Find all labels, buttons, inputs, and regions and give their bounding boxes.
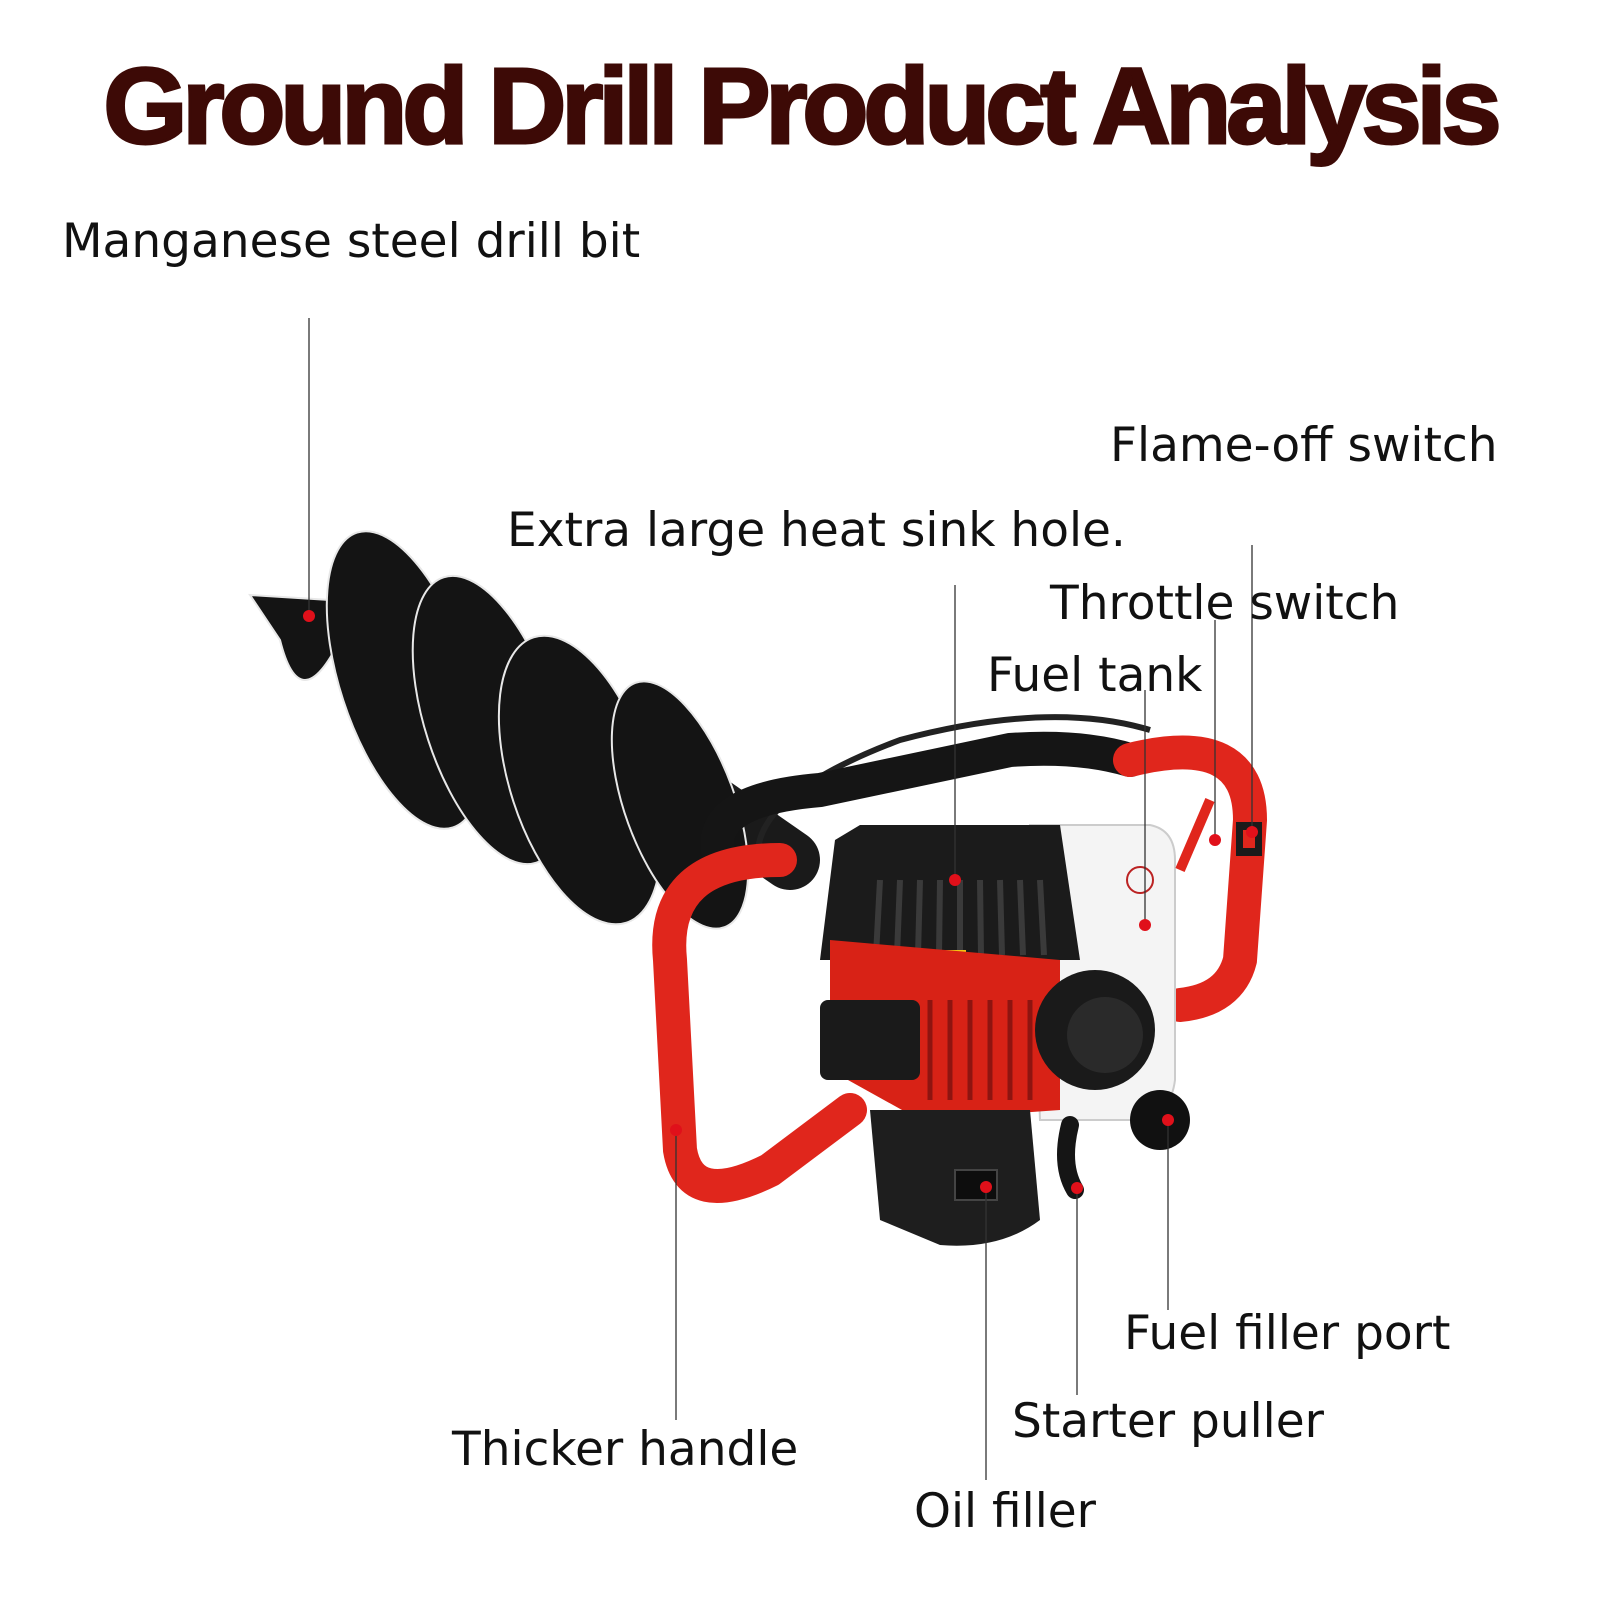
starter-pull-handle	[1057, 1116, 1084, 1199]
dot-starter	[1071, 1182, 1083, 1194]
cooling-fins	[873, 879, 1047, 956]
dot-flame-off	[1246, 826, 1258, 838]
engine-cover	[820, 825, 1080, 960]
right-handle	[1113, 735, 1268, 1022]
auger-blades	[248, 530, 750, 930]
leader-lines	[308, 318, 1253, 1480]
dot-drill-bit	[303, 610, 315, 622]
label-oil-filler: Oil filler	[914, 1484, 1097, 1539]
label-fuel-filler-port: Fuel filler port	[1124, 1306, 1451, 1361]
dot-fuel-tank	[1139, 919, 1151, 931]
air-filter	[820, 1000, 920, 1080]
red-grill	[927, 1000, 1033, 1100]
dot-heat-sink	[949, 874, 961, 886]
label-thicker-handle: Thicker handle	[452, 1422, 799, 1477]
fuel-tank-symbol	[1126, 866, 1154, 894]
label-drill-bit: Manganese steel drill bit	[62, 214, 641, 269]
page-title: Ground Drill Product Analysis	[102, 45, 1503, 166]
marker-dots	[303, 610, 1258, 1194]
label-flame-off-switch: Flame-off switch	[1110, 418, 1498, 473]
label-fuel-tank: Fuel tank	[987, 648, 1203, 703]
top-handle-bar	[700, 731, 1147, 877]
control-cable	[754, 714, 1151, 871]
label-starter-puller: Starter puller	[1012, 1394, 1324, 1449]
fuel-filler-cap	[1130, 1090, 1190, 1150]
dot-oil-filler	[980, 1181, 992, 1193]
left-handle	[652, 843, 867, 1203]
throttle-lever	[1175, 798, 1215, 872]
dot-throttle	[1209, 834, 1221, 846]
dot-fuel-filler	[1162, 1114, 1174, 1126]
dot-handle	[670, 1124, 682, 1136]
label-throttle-switch: Throttle switch	[1050, 576, 1400, 631]
label-heat-sink-hole: Extra large heat sink hole.	[507, 503, 1126, 558]
